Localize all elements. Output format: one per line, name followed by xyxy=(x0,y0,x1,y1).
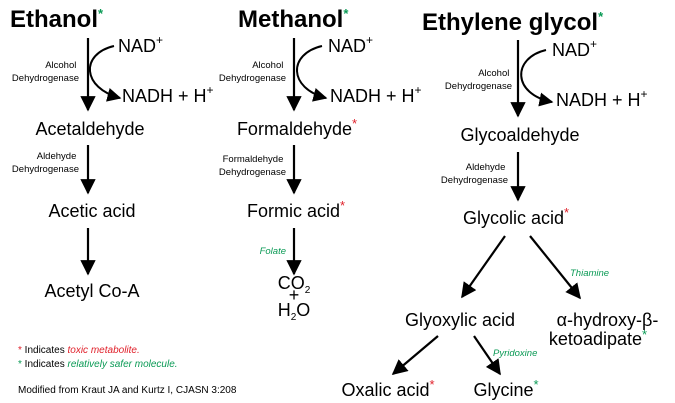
methanol-cofactor: Folate xyxy=(260,246,286,257)
ethylene-branch-right-arrow xyxy=(529,235,581,300)
ethylene-branch-right: α-hydroxy-β- ketoadipate* xyxy=(549,310,663,349)
ethylene-leaf-left: Oxalic acid* xyxy=(341,377,434,400)
citation: Modified from Kraut JA and Kurtz I, CJAS… xyxy=(18,385,237,396)
ethylene-branch-left: Glyoxylic acid xyxy=(405,310,515,330)
ethylene-title: Ethylene glycol* xyxy=(422,9,604,36)
ethylene-step1: Glycoaldehyde xyxy=(460,125,579,145)
methanol-product-h2o: H2O xyxy=(278,300,311,323)
ethanol-step3: Acetyl Co-A xyxy=(44,281,139,301)
ethylene-leaf-right: Glycine* xyxy=(473,377,538,400)
ethanol-nadh: NADH + H+ xyxy=(122,83,214,106)
ethanol-step1: Acetaldehyde xyxy=(35,119,144,139)
ethylene-nadh: NADH + H+ xyxy=(556,87,648,110)
ethylene-leaf-right-arrow xyxy=(473,335,501,376)
ethylene-cofactor-thiamine: Thiamine xyxy=(570,268,609,279)
legend: * Indicates toxic metabolite. * Indicate… xyxy=(18,345,237,396)
ethylene-nad-curve xyxy=(520,49,554,107)
methanol-enzyme1: Alcohol Dehydrogenase xyxy=(219,60,286,84)
methanol-step1: Formaldehyde* xyxy=(237,116,357,139)
ethylene-cofactor-pyridoxine: Pyridoxine xyxy=(493,348,537,359)
legend-toxic: * Indicates toxic metabolite. xyxy=(18,345,140,356)
ethylene-nad: NAD+ xyxy=(552,37,597,60)
methanol-pathway: Methanol* NAD+ NADH + H+ Alcohol Dehydro… xyxy=(219,6,422,323)
legend-safer: * Indicates relatively safer molecule. xyxy=(18,359,178,370)
ethanol-step2: Acetic acid xyxy=(48,201,135,221)
methanol-nad-curve xyxy=(296,45,328,102)
ethanol-title: Ethanol* xyxy=(10,6,104,33)
ethylene-enzyme1: Alcohol Dehydrogenase xyxy=(445,68,512,92)
methanol-title: Methanol* xyxy=(238,6,349,33)
methanol-product-co2: CO2 xyxy=(278,273,311,296)
ethanol-pathway: Ethanol* NAD+ NADH + H+ Alcohol Dehydrog… xyxy=(10,6,214,301)
ethanol-nad: NAD+ xyxy=(118,33,163,56)
methanol-product-plus: + xyxy=(289,285,300,305)
ethanol-enzyme2: Aldehyde Dehydrogenase xyxy=(12,151,79,175)
ethanol-enzyme1: Alcohol Dehydrogenase xyxy=(12,60,79,84)
ethanol-nad-curve xyxy=(88,45,122,102)
methanol-step2: Formic acid* xyxy=(247,198,345,221)
ethylene-leaf-left-arrow xyxy=(391,335,439,375)
methanol-nad: NAD+ xyxy=(328,33,373,56)
ethylene-enzyme2: Aldehyde Dehydrogenase xyxy=(441,162,508,186)
ethylene-glycol-pathway: Ethylene glycol* NAD+ NADH + H+ Alcohol … xyxy=(341,9,663,400)
ethylene-step2: Glycolic acid* xyxy=(463,205,569,228)
methanol-enzyme2: Formaldehyde Dehydrogenase xyxy=(219,154,286,178)
methanol-nadh: NADH + H+ xyxy=(330,83,422,106)
ethylene-branch-left-arrow xyxy=(461,235,506,299)
